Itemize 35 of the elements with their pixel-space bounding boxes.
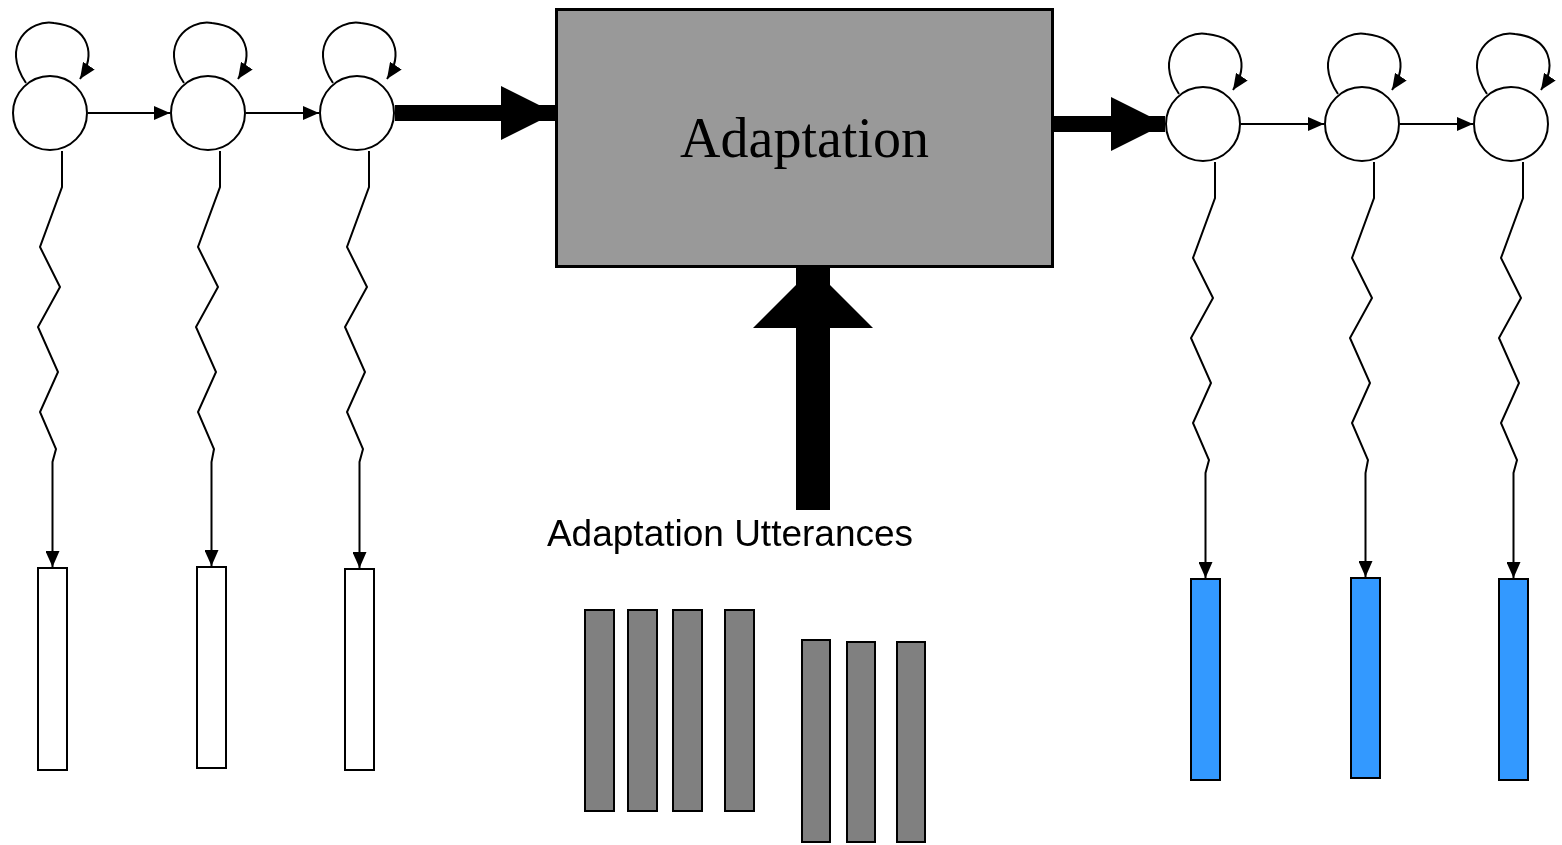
utterance-label: Adaptation Utterances [546,512,914,557]
feature-bar [1190,578,1221,781]
arrow [1240,117,1325,131]
feature-bar [196,566,227,769]
feature-bar [846,641,876,843]
self-loop-arrow [322,21,402,84]
arrow [343,150,370,569]
arrow [36,150,63,568]
feature-bar [801,639,831,843]
feature-bar [724,609,755,812]
feature-bar [627,609,658,812]
arrow [1348,161,1375,578]
self-loop-arrow [1327,32,1407,95]
process-box [555,8,1054,268]
box-label: Adaptation [680,106,929,171]
arrow [1399,117,1474,131]
self-loop-arrow [1168,32,1248,95]
self-loop-arrow [173,21,253,84]
feature-bar [1350,577,1381,779]
self-loop-arrow [1476,32,1556,95]
feature-bar [37,567,68,771]
arrow [1189,161,1216,579]
block-arrow [1054,97,1165,151]
feature-bar [672,609,703,812]
self-loop-arrow [15,21,95,84]
feature-bar [896,641,926,843]
arrow [194,150,221,567]
arrow [245,106,320,120]
arrow [1497,161,1524,579]
feature-bar [344,568,375,771]
block-arrow [395,86,555,140]
block-arrow [753,268,873,510]
arrow [87,106,171,120]
feature-bar [584,609,615,812]
feature-bar [1498,578,1529,781]
